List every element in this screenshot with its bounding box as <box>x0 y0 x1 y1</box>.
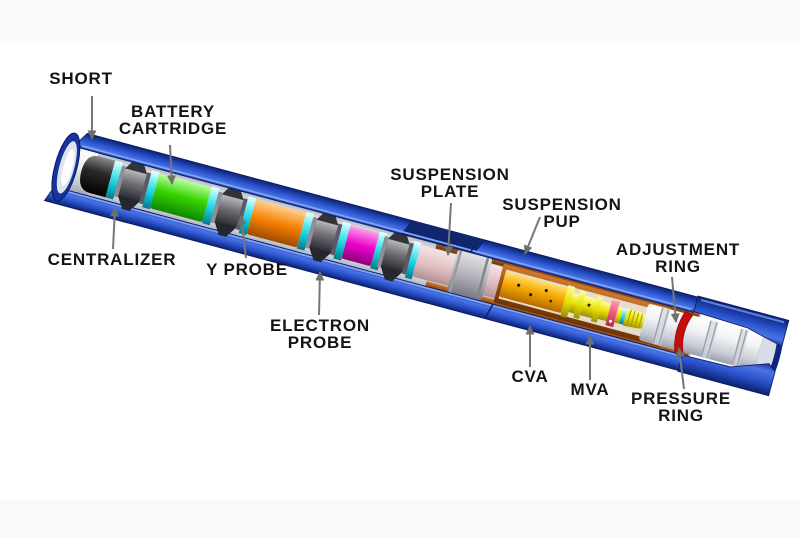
label-suspension-pup: SUSPENSION PUP <box>502 196 621 230</box>
label-cva: CVA <box>511 368 548 385</box>
label-short: SHORT <box>49 70 113 87</box>
label-y-probe: Y PROBE <box>206 261 288 278</box>
label-electron-line1: ELECTRON <box>270 316 370 335</box>
label-electron-probe: ELECTRON PROBE <box>270 317 370 351</box>
adjustment-ring-arrow <box>670 276 680 323</box>
letterbox-band-bottom <box>0 500 800 538</box>
label-mva: MVA <box>571 381 610 398</box>
centralizer-front-fins <box>119 195 402 282</box>
suspension-pup-arrow <box>524 216 541 255</box>
label-susp-plate-line2: PLATE <box>420 182 480 201</box>
label-susp-pup-line1: SUSPENSION <box>502 195 622 214</box>
casing-right-section <box>677 295 790 397</box>
label-susp-pup-line2: PUP <box>543 212 581 231</box>
pressure-ring-arrow <box>675 347 685 390</box>
label-susp-plate-line1: SUSPENSION <box>390 165 510 184</box>
tool-assembly <box>43 132 790 397</box>
centralizer-arrow <box>110 207 120 250</box>
label-adj-ring-line1: ADJUSTMENT <box>615 240 741 259</box>
label-adj-ring-line2: RING <box>655 257 701 276</box>
label-centralizer-text: CENTRALIZER <box>47 250 177 269</box>
short-component <box>80 155 116 198</box>
mva-component <box>560 285 652 329</box>
label-short-text: SHORT <box>49 69 113 88</box>
label-electron-line2: PROBE <box>287 333 353 352</box>
battery-cartridge-component <box>150 173 212 222</box>
label-battery-line1: BATTERY <box>131 102 215 121</box>
letterbox-band-top <box>0 0 800 43</box>
magenta-module <box>342 226 379 266</box>
suspension-plate-component <box>447 249 493 301</box>
battery-cartridge-arrow <box>167 144 177 185</box>
spacer-rings <box>105 160 422 280</box>
label-centralizer: CENTRALIZER <box>48 251 177 268</box>
label-y-probe-text: Y PROBE <box>206 260 288 279</box>
label-pressure-ring: PRESSURE RING <box>631 390 731 424</box>
casing-left-mouth <box>51 132 81 202</box>
electron-probe-arrow <box>315 271 325 316</box>
label-adjustment-ring: ADJUSTMENT RING <box>616 241 740 275</box>
label-battery-cartridge: BATTERY CARTRIDGE <box>119 103 227 137</box>
casing-top-rail <box>72 132 699 313</box>
label-suspension-plate: SUSPENSION PLATE <box>390 166 509 200</box>
label-pressure-line1: PRESSURE <box>631 389 731 408</box>
label-battery-line2: CARTRIDGE <box>118 119 228 138</box>
label-cva-text: CVA <box>511 367 549 386</box>
label-arrows <box>87 96 685 390</box>
y-probe-component <box>247 199 306 248</box>
suspension-plate-arrow <box>443 202 453 256</box>
label-mva-text: MVA <box>570 380 610 399</box>
cva-component <box>499 271 568 313</box>
label-pressure-line2: RING <box>658 406 704 425</box>
y-probe-arrow <box>237 215 247 259</box>
